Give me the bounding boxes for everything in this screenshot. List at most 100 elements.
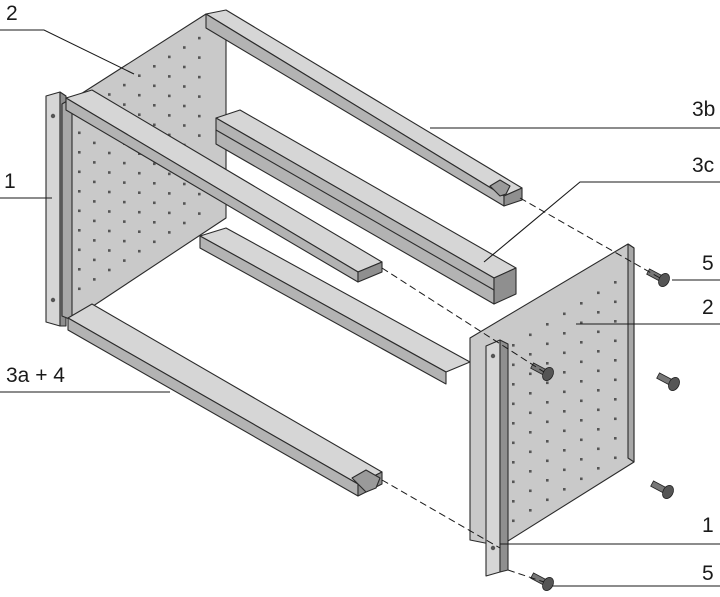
perforation-hole <box>78 131 81 135</box>
left-side-panel <box>61 13 227 321</box>
perforation-hole <box>512 500 515 503</box>
perforation-hole <box>198 134 201 137</box>
perforation-hole <box>546 342 549 346</box>
perforation-hole <box>138 171 141 175</box>
perforation-hole <box>614 456 617 460</box>
perforation-hole <box>563 332 566 335</box>
perforation-hole <box>614 339 617 343</box>
perforation-hole <box>529 509 532 512</box>
perforation-hole <box>512 402 515 406</box>
perforation-hole <box>512 363 515 367</box>
perforation-hole <box>168 133 171 137</box>
perforation-hole <box>529 450 532 454</box>
perforation-hole <box>512 519 515 523</box>
perforation-hole <box>183 65 186 69</box>
perforation-hole <box>512 480 515 484</box>
callout-front-flange-right: 1 <box>702 514 714 537</box>
perforation-hole <box>168 94 171 98</box>
perforation-hole <box>529 353 532 356</box>
perforation-hole <box>614 378 617 382</box>
perforation-hole <box>183 221 186 225</box>
perforation-hole <box>580 477 583 481</box>
screw-panel-2-icon <box>656 372 680 392</box>
perforation-hole <box>78 268 81 271</box>
perforation-hole <box>93 141 96 145</box>
perforation-hole <box>108 190 111 194</box>
perforation-hole <box>580 321 583 325</box>
perforation-hole <box>153 201 156 205</box>
perforation-hole <box>168 114 171 117</box>
perforation-hole <box>138 93 141 97</box>
perforation-hole <box>123 161 126 165</box>
perforation-hole <box>512 383 515 386</box>
perforation-hole <box>78 229 81 232</box>
perforation-hole <box>614 398 617 401</box>
perforation-hole <box>183 104 186 108</box>
perforation-hole <box>546 440 549 443</box>
perforation-hole <box>580 302 583 305</box>
perforation-hole <box>168 55 171 59</box>
perforation-hole <box>546 362 549 365</box>
perforation-hole <box>93 219 96 223</box>
perforation-hole <box>123 103 126 106</box>
assembly-guides <box>381 197 661 583</box>
perforation-hole <box>153 84 156 88</box>
perforation-hole <box>614 300 617 304</box>
perforation-hole <box>563 390 566 394</box>
leader-lines <box>0 29 720 587</box>
rail-lower-rear <box>199 227 471 385</box>
perforation-hole <box>93 180 96 184</box>
perforation-hole <box>597 408 600 412</box>
perforation-hole <box>108 249 111 252</box>
perforation-hole <box>108 93 111 96</box>
perforation-hole <box>580 438 583 442</box>
perforation-hole <box>546 381 549 385</box>
perforation-hole <box>153 65 156 68</box>
perforation-hole <box>546 459 549 463</box>
perforation-hole <box>78 209 81 213</box>
perforation-hole <box>580 380 583 383</box>
perforation-hole <box>138 230 141 233</box>
perforation-hole <box>78 287 81 291</box>
perforation-hole <box>563 449 566 452</box>
perforation-hole <box>183 46 186 49</box>
rail-3b <box>205 9 523 207</box>
perforation-hole <box>93 258 96 262</box>
perforation-hole <box>168 75 171 78</box>
perforation-hole <box>580 419 583 422</box>
perforation-hole <box>123 200 126 204</box>
perforation-hole <box>529 489 532 493</box>
perforation-hole <box>529 392 532 395</box>
perforation-hole <box>563 468 566 472</box>
perforation-hole <box>138 249 141 253</box>
perforation-hole <box>563 429 566 433</box>
right-panel-holes <box>512 281 617 523</box>
perforation-hole <box>529 470 532 473</box>
perforation-hole <box>93 239 96 242</box>
perforation-hole <box>78 248 81 252</box>
perforation-hole <box>78 170 81 174</box>
callout-screw-top: 5 <box>702 252 714 275</box>
screw-bottom-icon <box>530 572 554 592</box>
perforation-hole <box>153 221 156 224</box>
perforation-hole <box>198 75 201 79</box>
perforation-hole <box>546 498 549 502</box>
perforation-hole <box>198 95 201 98</box>
perforation-hole <box>614 437 617 440</box>
perforation-hole <box>529 333 532 337</box>
perforation-hole <box>597 369 600 373</box>
perforation-hole <box>153 123 156 127</box>
perforation-hole <box>138 74 141 77</box>
perforation-hole <box>529 431 532 434</box>
perforation-hole <box>198 192 201 196</box>
callout-rail-3b: 3b <box>692 98 715 121</box>
callout-side-panel-right: 2 <box>702 296 714 319</box>
perforation-hole <box>529 372 532 376</box>
perforation-hole <box>108 229 111 233</box>
perforation-hole <box>183 124 186 127</box>
perforation-hole <box>108 210 111 213</box>
perforation-hole <box>580 360 583 364</box>
callout-screw-bottom: 5 <box>702 562 714 585</box>
